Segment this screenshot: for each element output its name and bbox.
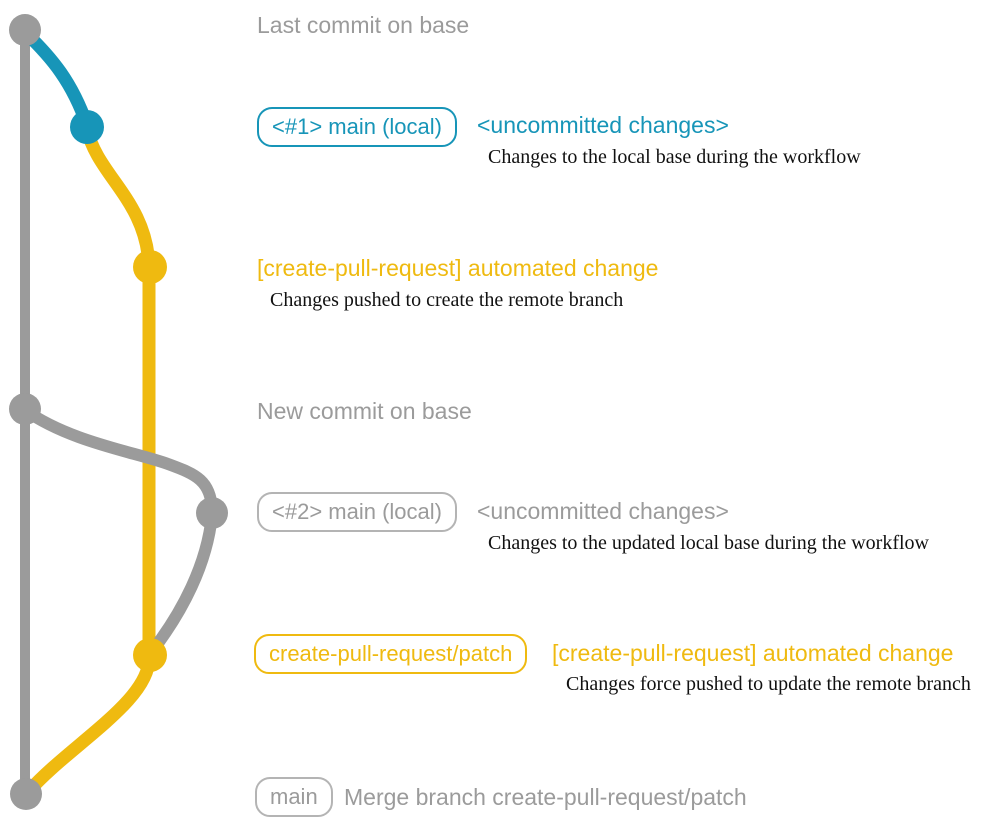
commit-node-automated-change-2 bbox=[133, 638, 167, 672]
commit3-description: Changes to the updated local base during… bbox=[488, 532, 929, 554]
pr-branch-create-curve bbox=[80, 122, 156, 272]
local-branch-2-return-curve bbox=[147, 509, 218, 656]
commit-graph bbox=[9, 14, 228, 810]
commit-node-merge bbox=[10, 778, 42, 810]
commit-node-uncommitted-2 bbox=[196, 497, 228, 529]
branch-tag-create-pull-request-patch: create-pull-request/patch bbox=[254, 634, 528, 675]
commit-node-last-base bbox=[9, 14, 41, 46]
commit2-description: Changes pushed to create the remote bran… bbox=[270, 289, 624, 311]
branch-tag-main: main bbox=[255, 777, 333, 818]
commit-node-new-base bbox=[9, 393, 41, 425]
commit3-message: <uncommitted changes> bbox=[477, 498, 729, 524]
commit2-message: [create-pull-request] automated change bbox=[257, 255, 659, 281]
label-new-commit-on-base: New commit on base bbox=[257, 398, 472, 424]
commit-node-automated-change-1 bbox=[133, 250, 167, 284]
commit1-message: <uncommitted changes> bbox=[477, 112, 729, 138]
branch-tag-main-local-1: <#1> main (local) bbox=[257, 107, 457, 148]
pr-branch-merge-curve bbox=[22, 650, 156, 798]
merge-commit-message: Merge branch create-pull-request/patch bbox=[344, 784, 747, 810]
local-branch-2-curve bbox=[19, 404, 218, 519]
commit4-message: [create-pull-request] automated change bbox=[552, 640, 954, 666]
commit4-description: Changes force pushed to update the remot… bbox=[566, 673, 971, 695]
local-branch-1-curve bbox=[19, 26, 94, 132]
branch-tag-main-local-2: <#2> main (local) bbox=[257, 492, 457, 533]
commit1-description: Changes to the local base during the wor… bbox=[488, 146, 861, 168]
commit-node-uncommitted-1 bbox=[70, 110, 104, 144]
label-last-commit-on-base: Last commit on base bbox=[257, 12, 470, 38]
